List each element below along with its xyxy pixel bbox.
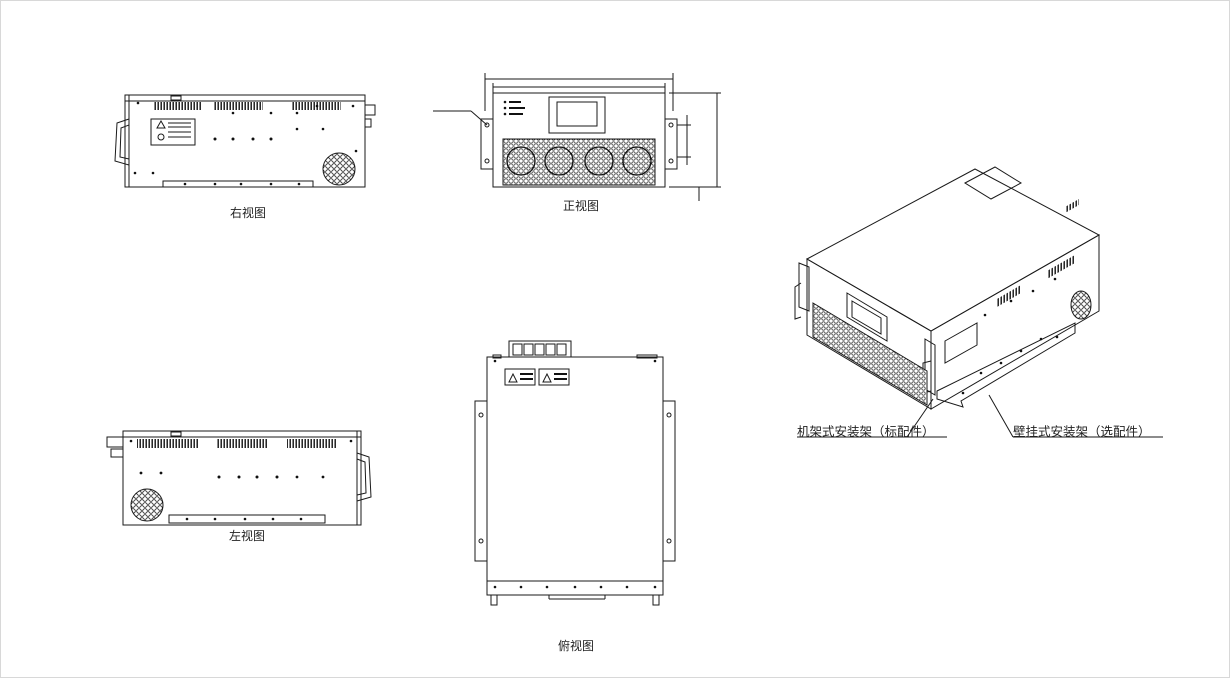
isometric-view-drawing	[794, 166, 1163, 438]
left-view-caption: 左视图	[229, 529, 266, 543]
left-view-drawing	[106, 430, 372, 526]
front-view-drawing	[433, 73, 721, 201]
rack-mount-callout: 机架式安装架（标配件）	[797, 424, 935, 439]
top-view-caption: 俯视图	[558, 639, 595, 653]
right-view-drawing	[114, 94, 376, 188]
top-view-drawing	[474, 340, 676, 606]
front-view-caption: 正视图	[563, 199, 600, 213]
right-view-caption: 右视图	[230, 206, 267, 220]
wall-mount-callout: 壁挂式安装架（选配件）	[1013, 424, 1151, 439]
